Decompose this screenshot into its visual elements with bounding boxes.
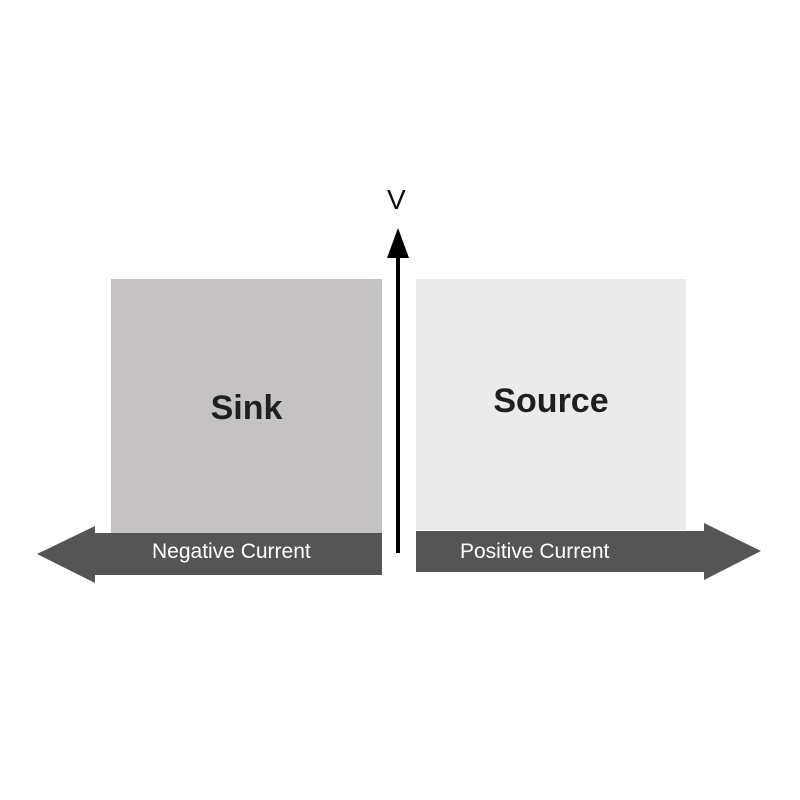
sink-quadrant: Sink bbox=[111, 279, 382, 533]
negative-current-arrow bbox=[37, 526, 382, 583]
source-quadrant-box bbox=[416, 279, 686, 530]
source-quadrant: Source bbox=[416, 279, 686, 530]
sink-label: Sink bbox=[210, 388, 283, 427]
voltage-axis-label: V bbox=[387, 184, 406, 215]
sink-quadrant-box bbox=[111, 279, 382, 533]
negative-current-label: Negative Current bbox=[152, 540, 311, 563]
positive-current-label: Positive Current bbox=[460, 540, 610, 563]
voltage-axis-arrowhead bbox=[387, 228, 409, 258]
source-label: Source bbox=[493, 382, 609, 420]
positive-current-arrow bbox=[416, 523, 761, 580]
